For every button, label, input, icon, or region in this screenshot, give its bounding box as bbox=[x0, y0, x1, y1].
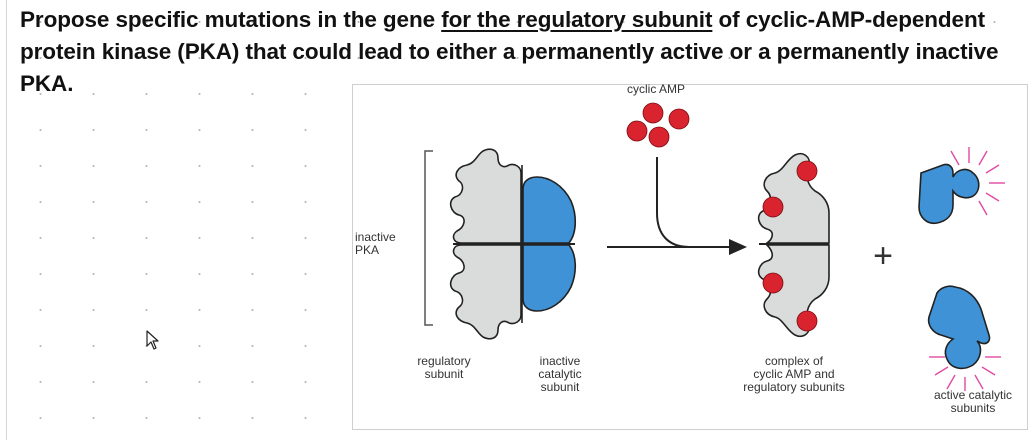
label-active-catalytic-subunits: active catalytic subunits bbox=[933, 388, 1013, 415]
bound-camp bbox=[762, 272, 784, 294]
label-inactive-catalytic-subunit: inactive catalytic subunit bbox=[538, 354, 582, 394]
camp-arrow bbox=[656, 157, 690, 248]
bound-camp bbox=[762, 196, 784, 218]
mouse-pointer-icon bbox=[146, 330, 159, 350]
active-catalytic-subunit-bottom bbox=[927, 285, 1001, 391]
complex-regulatory-bottom bbox=[757, 244, 830, 338]
activity-rays bbox=[929, 356, 1001, 391]
label-regulatory-subunit: regulatory subunit bbox=[417, 354, 471, 381]
underlined-phrase: for the regulatory subunit bbox=[441, 7, 713, 32]
regulatory-subunit-top bbox=[449, 148, 522, 244]
label-cyclic-amp: cyclic AMP bbox=[626, 82, 685, 96]
bound-camp bbox=[796, 160, 818, 182]
inactive-pka-bracket bbox=[424, 150, 433, 326]
plus-sign: + bbox=[873, 237, 893, 275]
catalytic-subunit-top bbox=[522, 176, 577, 244]
page-margin-line bbox=[6, 0, 7, 440]
camp-molecule bbox=[626, 120, 648, 142]
camp-molecule bbox=[642, 102, 664, 124]
complex-regulatory-top bbox=[757, 152, 830, 244]
pka-activation-figure: + bbox=[352, 82, 1028, 430]
camp-molecule bbox=[668, 108, 690, 130]
label-complex: complex of cyclic AMP and regulatory sub… bbox=[743, 354, 845, 394]
activity-rays bbox=[950, 147, 1005, 216]
camp-molecule bbox=[648, 126, 670, 148]
bound-camp bbox=[796, 310, 818, 332]
label-inactive-pka: inactive PKA bbox=[355, 230, 396, 257]
question-text: Propose specific mutations in the gene f… bbox=[20, 7, 999, 96]
pka-diagram-svg: + bbox=[424, 102, 1005, 391]
regulatory-subunit-bottom bbox=[449, 244, 522, 340]
catalytic-subunit-bottom bbox=[522, 244, 577, 312]
active-catalytic-subunit-top bbox=[918, 147, 1005, 225]
